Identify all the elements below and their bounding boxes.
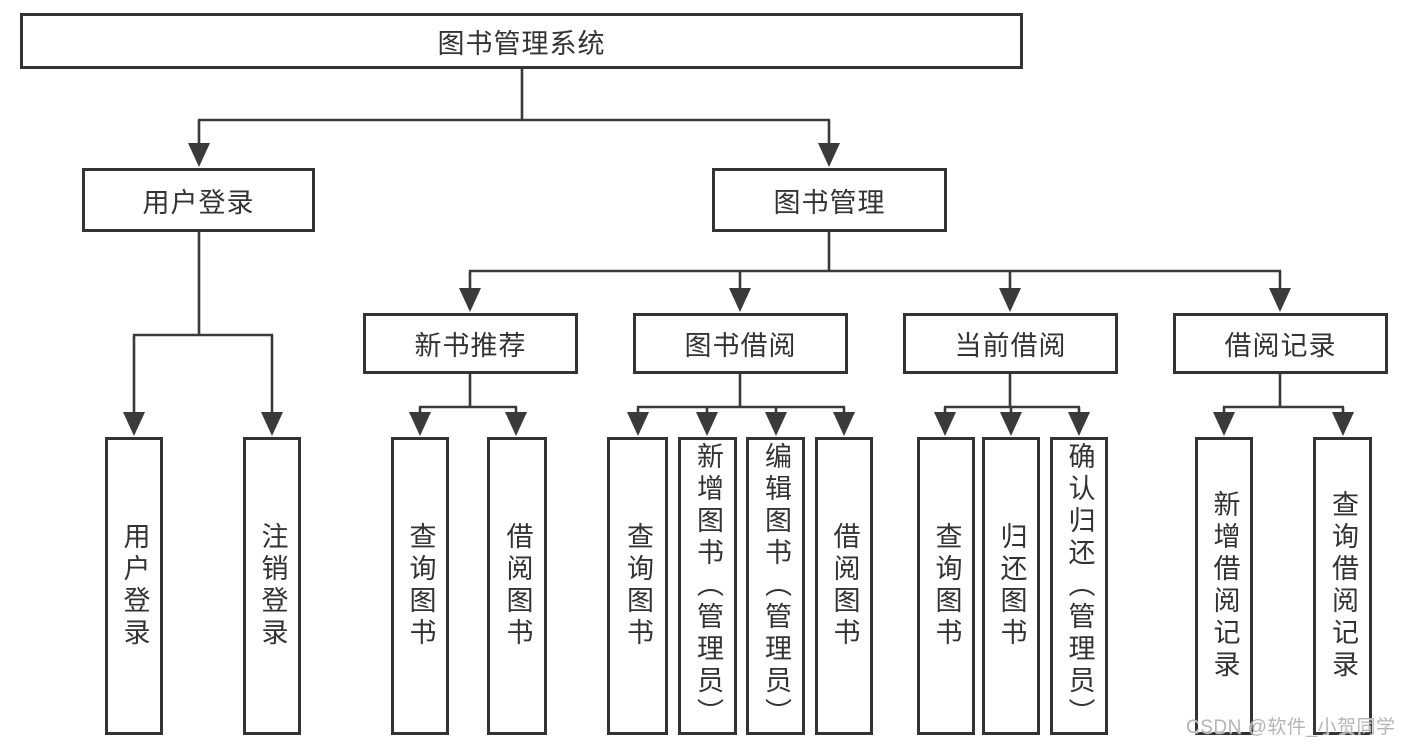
leaf-query-books-borrowing: 查询图书	[607, 437, 668, 735]
leaf-add-borrow-record: 新增借阅记录	[1195, 437, 1253, 735]
node-borrowing-records: 借阅记录	[1173, 313, 1388, 374]
node-current-borrowing: 当前借阅	[903, 313, 1118, 374]
node-label: 用户登录	[142, 187, 255, 218]
leaf-borrow-books-recommend: 借阅图书	[487, 437, 547, 735]
leaf-user-login: 用户登录	[105, 437, 163, 735]
node-label: 图书管理系统	[437, 28, 606, 59]
node-label: 编辑图书（管理员）	[761, 442, 791, 730]
leaf-query-books-current: 查询图书	[917, 437, 975, 735]
node-user-login: 用户登录	[82, 168, 315, 232]
node-label: 图书借阅	[684, 331, 797, 361]
leaf-edit-books-admin: 编辑图书（管理员）	[746, 437, 805, 735]
node-label: 借阅图书	[502, 522, 533, 650]
node-label: 查询借阅记录	[1328, 490, 1358, 682]
leaf-confirm-return-admin: 确认归还（管理员）	[1050, 437, 1108, 735]
node-label: 新增借阅记录	[1209, 490, 1240, 682]
leaf-logout-login: 注销登录	[243, 437, 301, 735]
leaf-query-borrow-record: 查询借阅记录	[1313, 437, 1372, 735]
leaf-return-books: 归还图书	[982, 437, 1040, 735]
node-label: 查询图书	[623, 522, 653, 650]
node-label: 确认归还（管理员）	[1064, 442, 1095, 730]
node-book-borrowing: 图书借阅	[633, 313, 848, 374]
node-label: 归还图书	[996, 522, 1027, 650]
leaf-query-books-recommend: 查询图书	[391, 437, 449, 735]
node-label: 借阅记录	[1224, 331, 1337, 361]
watermark-csdn: CSDN @软件_小贺同学	[1186, 717, 1396, 738]
node-label: 新书推荐	[414, 331, 527, 361]
node-label: 借阅图书	[829, 522, 860, 650]
leaf-borrow-books-borrowing: 借阅图书	[815, 437, 873, 735]
node-label: 查询图书	[405, 522, 436, 650]
node-new-book-recommendation: 新书推荐	[363, 313, 578, 374]
leaf-add-books-admin: 新增图书（管理员）	[678, 437, 737, 735]
node-label: 注销登录	[257, 522, 288, 650]
node-book-management: 图书管理	[712, 168, 947, 232]
node-label: 查询图书	[931, 522, 962, 650]
node-library-system: 图书管理系统	[20, 13, 1023, 69]
node-label: 图书管理	[773, 187, 886, 218]
node-label: 新增图书（管理员）	[693, 442, 723, 730]
node-label: 用户登录	[119, 522, 150, 650]
node-label: 当前借阅	[954, 331, 1067, 361]
